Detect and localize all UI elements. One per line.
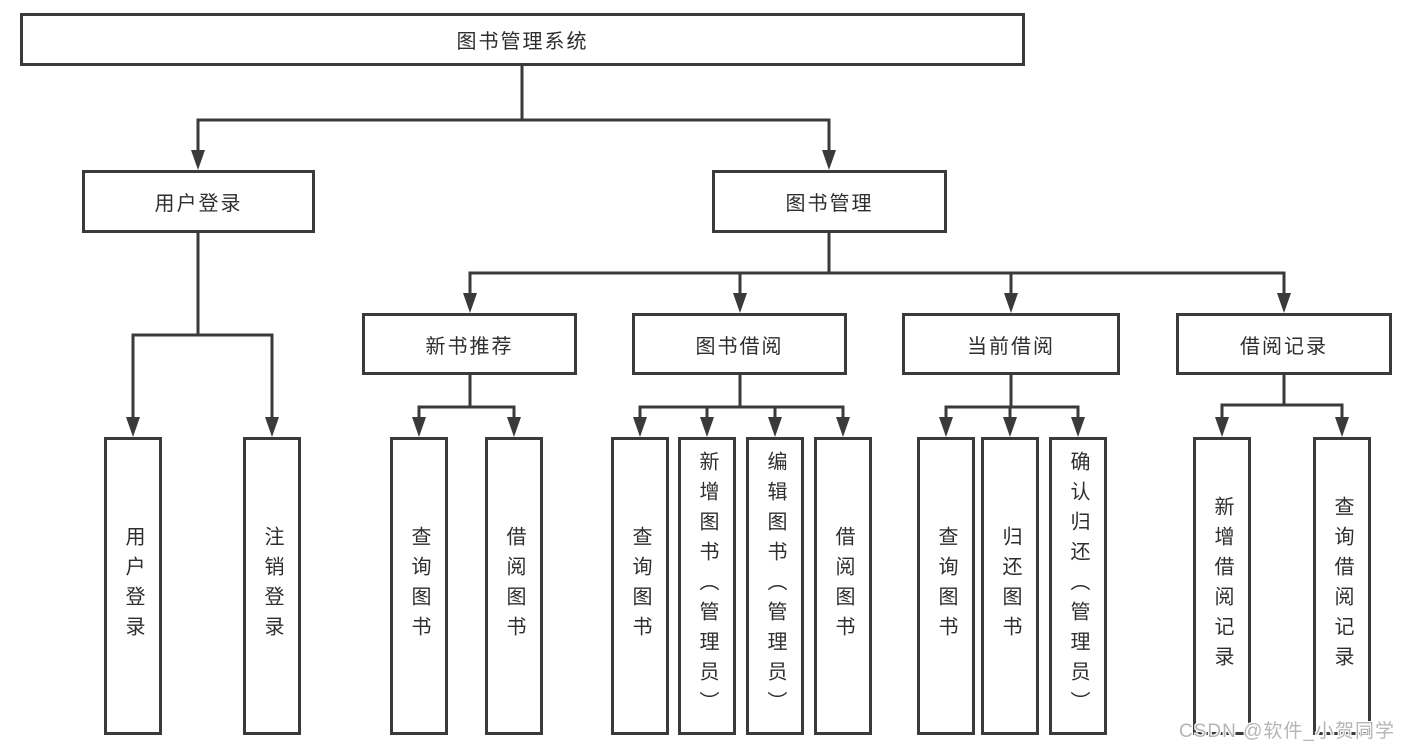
node-label: 图书管理: [785, 193, 874, 215]
node-label: 查询图书: [408, 526, 430, 646]
node-label: 图书管理系统: [456, 31, 589, 53]
leaf-confirm-return-admin: 确认归还（管理员）: [1049, 437, 1107, 735]
node-label: 用户登录: [154, 193, 243, 215]
node-label: 注销登录: [261, 526, 283, 646]
leaf-borrow-books-recommend: 借阅图书: [485, 437, 543, 735]
node-borrowing-records: 借阅记录: [1176, 313, 1392, 375]
node-book-borrowing: 图书借阅: [632, 313, 847, 375]
leaf-query-books: 查询图书: [611, 437, 669, 735]
node-label: 查询借阅记录: [1331, 496, 1353, 676]
node-current-borrowing: 当前借阅: [902, 313, 1120, 375]
leaf-query-books-recommend: 查询图书: [390, 437, 448, 735]
node-label: 新增图书（管理员）: [696, 451, 718, 721]
leaf-user-login: 用户登录: [104, 437, 162, 735]
node-user-login-branch: 用户登录: [82, 170, 315, 233]
node-label: 新增借阅记录: [1211, 496, 1233, 676]
leaf-add-borrow-record: 新增借阅记录: [1193, 437, 1251, 735]
leaf-borrow-books: 借阅图书: [814, 437, 872, 735]
node-label: 查询图书: [629, 526, 651, 646]
node-root-system: 图书管理系统: [20, 13, 1025, 66]
leaf-return-books: 归还图书: [981, 437, 1039, 735]
node-label: 新书推荐: [425, 335, 514, 358]
node-new-book-recommend: 新书推荐: [362, 313, 577, 375]
arrowhead-icons: [126, 150, 1349, 437]
node-book-management-branch: 图书管理: [712, 170, 947, 233]
node-label: 借阅图书: [832, 526, 854, 646]
node-label: 借阅图书: [503, 526, 525, 646]
node-label: 编辑图书（管理员）: [764, 451, 786, 721]
node-label: 用户登录: [122, 526, 144, 646]
node-label: 借阅记录: [1240, 335, 1328, 358]
node-label: 查询图书: [935, 526, 957, 646]
leaf-add-books-admin: 新增图书（管理员）: [678, 437, 736, 735]
node-label: 确认归还（管理员）: [1067, 451, 1089, 721]
leaf-edit-books-admin: 编辑图书（管理员）: [746, 437, 804, 735]
leaf-query-books-current: 查询图书: [917, 437, 975, 735]
node-label: 当前借阅: [967, 335, 1055, 358]
node-label: 图书借阅: [695, 335, 784, 358]
leaf-logout: 注销登录: [243, 437, 301, 735]
leaf-query-borrow-record: 查询借阅记录: [1313, 437, 1371, 735]
node-label: 归还图书: [999, 526, 1021, 646]
